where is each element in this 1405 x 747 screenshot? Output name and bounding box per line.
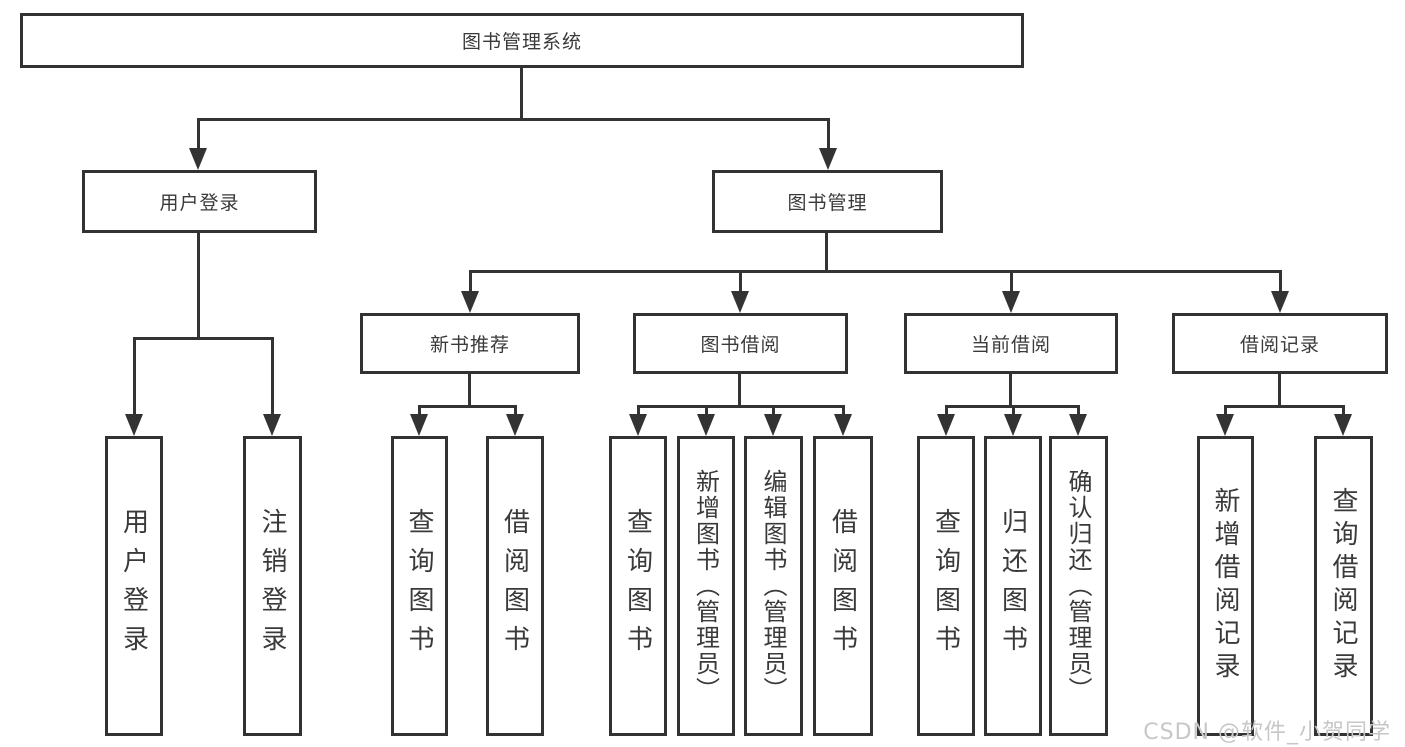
connector-line	[637, 405, 844, 408]
connector-line	[1224, 405, 1344, 408]
arrow-down-icon	[461, 270, 479, 313]
node-label: 查询图书	[404, 508, 434, 664]
node-label: 归还图书	[997, 508, 1028, 664]
leaf-borrow-books-1: 借阅图书	[486, 436, 544, 736]
connector-line	[825, 233, 828, 273]
arrow-down-icon	[1004, 405, 1022, 436]
csdn-watermark: CSDN @软件_小贺同学	[1143, 720, 1391, 745]
node-book-management: 图书管理	[712, 170, 943, 233]
arrow-down-icon	[764, 405, 782, 436]
leaf-query-books-2: 查询图书	[609, 436, 667, 736]
node-current-borrow: 当前借阅	[904, 313, 1118, 374]
node-label: 图书管理	[787, 192, 868, 214]
connector-line	[738, 374, 741, 408]
node-book-borrow: 图书借阅	[633, 313, 848, 374]
arrow-down-icon	[189, 118, 207, 170]
arrow-down-icon	[1216, 405, 1234, 436]
arrow-down-icon	[410, 405, 428, 436]
node-label: 查询图书	[622, 508, 653, 664]
leaf-logout: 注销登录	[243, 436, 302, 736]
node-label: 借阅记录	[1239, 334, 1320, 356]
node-library-system: 图书管理系统	[20, 13, 1024, 68]
connector-line	[197, 118, 830, 121]
leaf-confirm-return-admin: 确认归还（管理员）	[1049, 436, 1108, 736]
arrow-down-icon	[937, 405, 955, 436]
leaf-query-books-1: 查询图书	[391, 436, 448, 736]
arrow-down-icon	[819, 118, 837, 170]
leaf-return-books: 归还图书	[984, 436, 1042, 736]
arrow-down-icon	[506, 405, 524, 436]
node-label: 借阅图书	[827, 508, 858, 664]
arrow-down-icon	[125, 337, 143, 436]
leaf-add-borrow-record: 新增借阅记录	[1197, 436, 1254, 736]
connector-line	[1009, 374, 1012, 408]
leaf-borrow-books-2: 借阅图书	[813, 436, 873, 736]
connector-line	[520, 68, 523, 120]
node-label: 编辑图书（管理员）	[759, 469, 787, 703]
node-label: 新增借阅记录	[1210, 487, 1240, 685]
connector-line	[418, 405, 516, 408]
arrow-down-icon	[697, 405, 715, 436]
node-user-login: 用户登录	[82, 170, 317, 233]
node-label: 新书推荐	[429, 334, 510, 356]
node-new-book-recommend: 新书推荐	[360, 313, 580, 374]
node-label: 当前借阅	[970, 334, 1051, 356]
connector-line	[469, 270, 1281, 273]
node-label: 用户登录	[118, 508, 149, 664]
node-label: 查询借阅记录	[1328, 487, 1358, 685]
connector-line	[197, 233, 200, 340]
leaf-edit-books-admin: 编辑图书（管理员）	[744, 436, 803, 736]
arrow-down-icon	[834, 405, 852, 436]
leaf-query-books-3: 查询图书	[917, 436, 975, 736]
leaf-add-books-admin: 新增图书（管理员）	[677, 436, 735, 736]
arrow-down-icon	[731, 270, 749, 313]
arrow-down-icon	[1002, 270, 1020, 313]
connector-line	[468, 374, 471, 408]
arrow-down-icon	[1271, 270, 1289, 313]
node-label: 图书管理系统	[461, 31, 582, 53]
leaf-user-login: 用户登录	[105, 436, 163, 736]
arrow-down-icon	[1069, 405, 1087, 436]
node-label: 用户登录	[159, 192, 240, 214]
node-label: 查询图书	[930, 508, 961, 664]
arrow-down-icon	[629, 405, 647, 436]
node-label: 新增图书（管理员）	[691, 469, 720, 703]
node-label: 注销登录	[257, 508, 287, 664]
connector-line	[1278, 374, 1281, 408]
arrow-down-icon	[263, 337, 281, 436]
connector-line	[133, 337, 273, 340]
node-borrow-records: 借阅记录	[1172, 313, 1388, 374]
node-label: 图书借阅	[700, 334, 781, 356]
arrow-down-icon	[1334, 405, 1352, 436]
node-label: 确认归还（管理员）	[1064, 469, 1092, 703]
leaf-query-borrow-record: 查询借阅记录	[1314, 436, 1373, 736]
node-label: 借阅图书	[499, 508, 530, 664]
